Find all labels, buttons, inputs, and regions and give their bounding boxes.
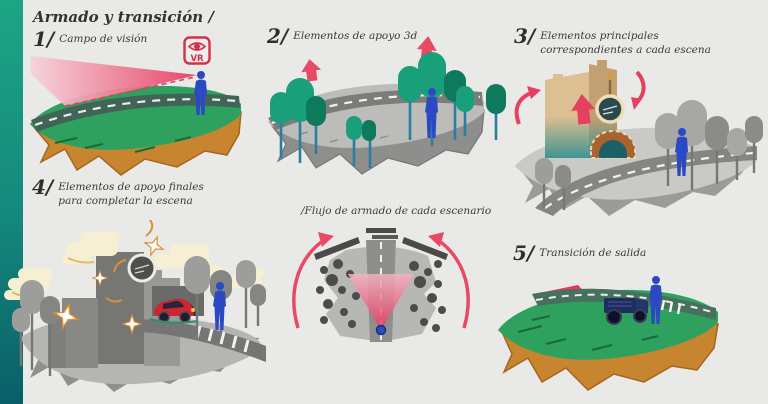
step-4-label: Elementos de apoyo finales para completa… bbox=[58, 181, 204, 207]
step-4-heading: 4/ Elementos de apoyo finales para compl… bbox=[32, 177, 228, 208]
road-centerline bbox=[535, 293, 713, 313]
eye-pupil bbox=[194, 43, 200, 50]
road bbox=[122, 319, 266, 362]
sparkle-icon bbox=[105, 220, 154, 303]
person-figure-icon bbox=[675, 128, 688, 176]
road bbox=[532, 288, 716, 320]
step-5-label: Transición de salida bbox=[539, 247, 647, 259]
up-arrow-icon bbox=[301, 59, 322, 82]
step-3-number: 3/ bbox=[514, 24, 536, 48]
scene-apoyo-3d bbox=[268, 36, 506, 175]
person-figure-icon bbox=[194, 71, 207, 115]
flow-diagram bbox=[292, 228, 470, 342]
truck-icon bbox=[604, 298, 648, 325]
scene-campo-de-vision bbox=[30, 56, 242, 176]
road bbox=[31, 93, 240, 132]
step-4-number: 4/ bbox=[32, 175, 54, 199]
scene-apoyo-finales bbox=[4, 220, 266, 392]
person-figure-icon bbox=[649, 276, 662, 324]
person-marker bbox=[375, 324, 387, 336]
step-2-heading: 2/ Elementos de apoyo 3d bbox=[267, 26, 417, 46]
crosswalk bbox=[195, 325, 250, 353]
ground-marks bbox=[299, 131, 389, 163]
road bbox=[535, 146, 757, 216]
flow-caption: /Flujo de armado de cada escenario bbox=[301, 205, 492, 217]
clock-icon bbox=[595, 72, 625, 124]
step-5-heading: 5/ Transición de salida bbox=[513, 243, 646, 263]
person-figure-icon bbox=[213, 282, 226, 330]
step-3-heading: 3/ Elementos principales correspondiente… bbox=[514, 26, 732, 57]
step-2-label: Elementos de apoyo 3d bbox=[293, 30, 418, 42]
up-arrow-icon bbox=[416, 36, 437, 62]
car-icon bbox=[149, 299, 199, 324]
step-2-number: 2/ bbox=[267, 24, 289, 48]
tree-dots bbox=[316, 259, 446, 332]
wall-bars bbox=[314, 228, 448, 260]
curved-arrow-icon bbox=[292, 232, 470, 329]
accent-gradient-bar bbox=[0, 0, 23, 404]
eye-icon bbox=[187, 42, 207, 51]
step-1-label: Campo de visión bbox=[59, 33, 148, 45]
step-1-number: 1/ bbox=[33, 27, 55, 51]
road-centerline bbox=[544, 151, 754, 209]
tree-icon bbox=[535, 100, 763, 210]
step-1-heading: 1/ Campo de visión bbox=[33, 29, 147, 49]
scene-transicion-salida bbox=[498, 276, 719, 391]
arch-icon bbox=[590, 130, 636, 159]
tree-icon bbox=[270, 52, 506, 168]
step-3-label: Elementos principales correspondientes a… bbox=[540, 30, 711, 56]
vr-icon-label: VR bbox=[190, 54, 204, 64]
step-5-number: 5/ bbox=[513, 241, 535, 265]
person-figure-icon bbox=[425, 88, 438, 138]
view-cone bbox=[31, 56, 197, 106]
page-title: Armado y transición / bbox=[33, 8, 214, 26]
star-icon bbox=[52, 235, 165, 335]
grass-strokes bbox=[517, 315, 659, 351]
grass-strokes bbox=[54, 136, 192, 153]
curved-arrow-icon bbox=[514, 70, 646, 125]
clock-icon bbox=[127, 253, 157, 283]
vr-icon: VR bbox=[183, 36, 211, 65]
up-arrow-icon bbox=[571, 94, 596, 125]
view-cone-plan bbox=[348, 274, 414, 330]
scene-elementos-principales bbox=[514, 60, 763, 216]
view-cone-dashed-edge bbox=[64, 76, 196, 107]
crosswalk bbox=[660, 299, 682, 315]
